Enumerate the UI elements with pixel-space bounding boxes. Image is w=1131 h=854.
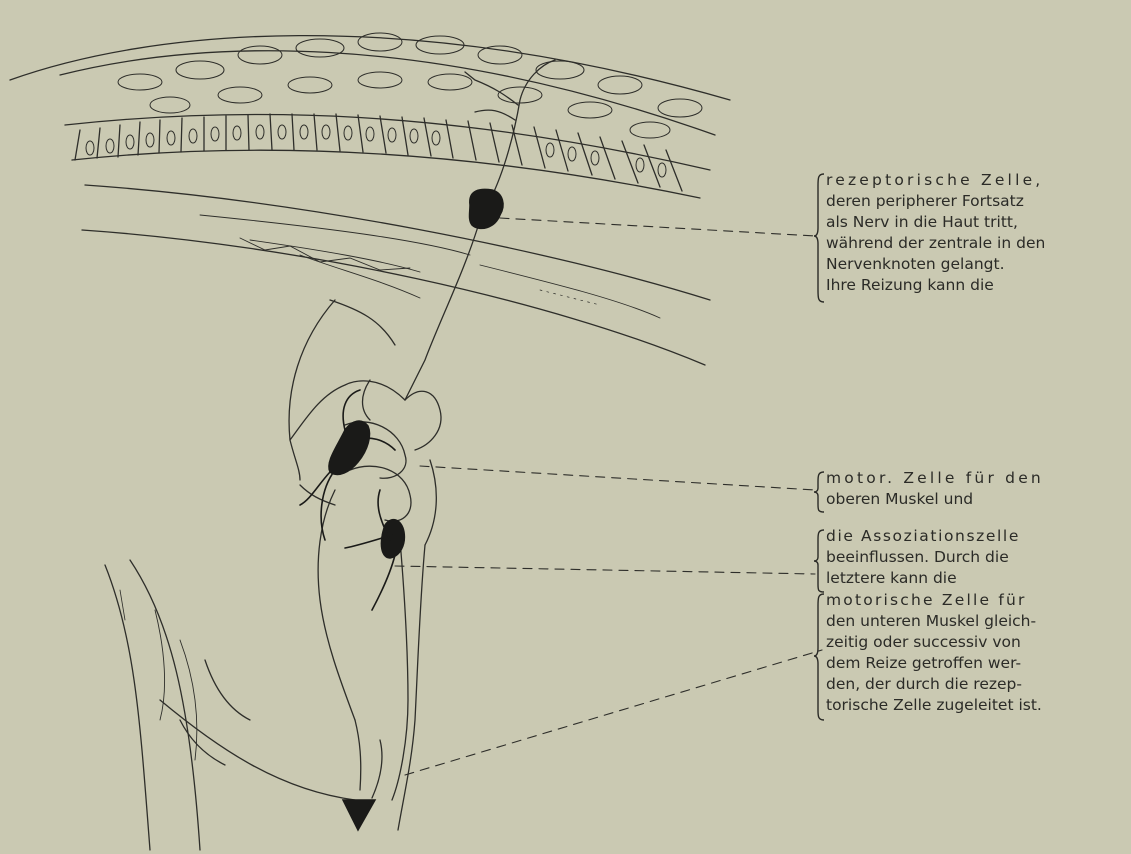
caption-receptor-line-3: als Nerv in die Haut tritt,	[826, 212, 1118, 233]
caption-motor-lower-line-6: torische Zelle zugeleitet ist.	[826, 695, 1118, 716]
caption-association-line-2: beeinflussen. Durch die	[826, 547, 1118, 568]
brace-motor-lower	[812, 592, 826, 722]
caption-receptor-line-4: während der zentrale in den	[826, 233, 1118, 254]
caption-receptor-line-1: rezeptorische Zelle,	[826, 170, 1118, 191]
brace-association	[812, 528, 826, 594]
lower-muscle	[105, 560, 200, 850]
caption-motor-upper: motor. Zelle für den oberen Muskel und	[826, 468, 1118, 510]
caption-motor-lower-line-5: den, der durch die rezep-	[826, 674, 1118, 695]
caption-receptor: rezeptorische Zelle, deren peripherer Fo…	[826, 170, 1118, 296]
receptor-nerve	[405, 60, 555, 400]
caption-motor-lower-line-4: dem Reize getroffen wer-	[826, 653, 1118, 674]
caption-motor-upper-line-1: motor. Zelle für den	[826, 468, 1118, 489]
brace-motor-upper	[812, 470, 826, 514]
caption-association-line-1: die Assoziationszelle	[826, 526, 1118, 547]
caption-association: die Assoziationszelle beeinflussen. Durc…	[826, 526, 1118, 589]
caption-motor-lower-line-2: den unteren Muskel gleich-	[826, 611, 1118, 632]
leader-lines	[395, 218, 822, 775]
skin-layer	[10, 33, 730, 198]
caption-receptor-line-2: deren peripherer Fortsatz	[826, 191, 1118, 212]
caption-motor-upper-line-2: oberen Muskel und	[826, 489, 1118, 510]
caption-association-line-3: letztere kann die	[826, 568, 1118, 589]
caption-motor-lower: motorische Zelle für den unteren Muskel …	[826, 590, 1118, 716]
brace-receptor	[812, 172, 826, 304]
caption-motor-lower-line-1: motorische Zelle für	[826, 590, 1118, 611]
muscle-band	[82, 185, 710, 365]
caption-receptor-line-6: Ihre Reizung kann die	[826, 275, 1118, 296]
caption-receptor-line-5: Nervenknoten gelangt.	[826, 254, 1118, 275]
motor-cell-lower	[343, 800, 375, 830]
receptor-cell	[470, 189, 504, 228]
caption-motor-lower-line-3: zeitig oder successiv von	[826, 632, 1118, 653]
